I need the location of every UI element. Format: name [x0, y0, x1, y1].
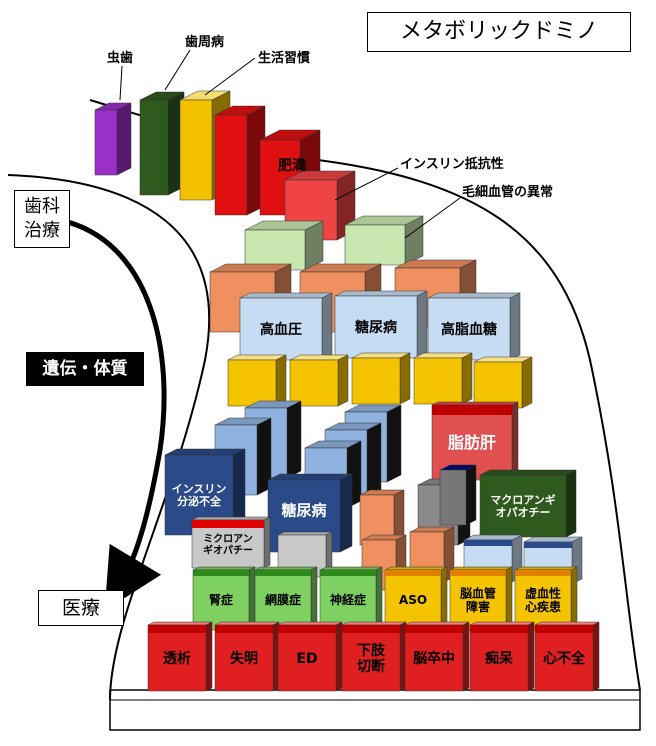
- leader-insulin-resistance: [334, 167, 399, 201]
- domino-complication-5-label: 心疾患: [525, 599, 561, 614]
- domino-outcome-5-label: 痴呆: [485, 650, 514, 667]
- domino-caries: [94, 102, 132, 176]
- domino-outcome-3-label: 下肢: [357, 643, 386, 659]
- domino-macro-angiopathy-label: マクロアンギ: [490, 493, 556, 507]
- domino-outcome-2: ED: [277, 621, 343, 692]
- domino-complication-0-label: 腎症: [209, 592, 233, 607]
- domino-hypertension: 高血圧: [239, 292, 333, 361]
- leader-periodontal: [164, 49, 191, 91]
- domino-red-1: [214, 105, 266, 216]
- domino-gold-2: [289, 354, 349, 407]
- domino-outcome-6: 心不全: [534, 621, 600, 692]
- domino-complication-3-label: ASO: [399, 593, 427, 607]
- domino-diabetes-top-label: 糖尿病: [355, 319, 397, 336]
- leader-caries: [119, 65, 123, 101]
- domino-light-green-1: [244, 220, 324, 271]
- genetic-constitution-label: 遺伝・体質: [26, 352, 144, 386]
- domino-micro-angiopathy-label: ギオパチー: [203, 543, 253, 556]
- leader-capillary: [404, 197, 461, 239]
- domino-fatty-liver-label: 脂肪肝: [448, 433, 496, 452]
- hill-right-curve: [317, 159, 641, 691]
- domino-complication-4-label: 障害: [466, 599, 490, 614]
- domino-insulin-deficiency-label: 分泌不全: [177, 494, 222, 508]
- domino-outcome-4-label: 脳卒中: [413, 650, 455, 667]
- domino-hyperlipidemia-label: 高脂血糖: [441, 321, 497, 338]
- domino-macro-angiopathy-label: オパオチー: [496, 506, 551, 519]
- domino-gold-4: [413, 352, 473, 405]
- domino-outcome-2-label: ED: [296, 651, 317, 667]
- domino-outcome-4: 脳卒中: [404, 621, 470, 692]
- treatment-arrow: [59, 217, 167, 611]
- domino-outcome-5: 痴呆: [469, 621, 535, 692]
- domino-gold-5: [473, 356, 533, 409]
- dental-treatment-text: 歯科 治療: [24, 196, 60, 241]
- domino-outcome-0: 透析: [147, 621, 213, 692]
- domino-outcome-6-label: 心不全: [543, 650, 586, 667]
- domino-dark-2: [439, 464, 477, 526]
- domino-periodontal: [139, 91, 185, 196]
- domino-outcome-1: 失明: [214, 621, 280, 692]
- domino-complication-1: 網膜症: [254, 566, 318, 631]
- domino-micro-angiopathy-label: ミクロアン: [203, 533, 253, 545]
- domino-complication-5-label: 虚血性: [525, 585, 561, 600]
- domino-complication-3: ASO: [384, 566, 448, 631]
- domino-outcome-3-label: 切断: [357, 658, 385, 675]
- domino-outcome-1-label: 失明: [230, 650, 258, 667]
- domino-outcome-0-label: 透析: [163, 650, 191, 667]
- domino-hyperlipidemia: 高脂血糖: [427, 292, 521, 361]
- label-caries: 虫歯: [107, 50, 133, 66]
- domino-complication-0: 腎症: [192, 566, 256, 631]
- label-lifestyle: 生活習慣: [258, 50, 310, 66]
- label-capillary: 毛細血管の異常: [462, 184, 553, 200]
- label-insulin-resistance: インスリン抵抗性: [400, 156, 504, 172]
- page-title: メタボリックドミノ: [367, 12, 631, 52]
- leader-lifestyle: [204, 57, 256, 96]
- domino-complication-1-label: 網膜症: [265, 592, 301, 607]
- label-obesity: 肥満: [278, 157, 306, 174]
- base-platform: [109, 689, 641, 731]
- dental-treatment-label: 歯科 治療: [14, 190, 70, 248]
- domino-complication-2-label: 神経症: [330, 592, 366, 607]
- domino-hypertension-label: 高血圧: [260, 321, 302, 338]
- domino-diabetes-top: 糖尿病: [334, 290, 428, 359]
- domino-gold-1: [227, 354, 287, 407]
- domino-complication-4-label: 脳血管: [460, 585, 496, 600]
- domino-diabetes-mid-label: 糖尿病: [281, 501, 326, 519]
- domino-insulin-deficiency-label: インスリン: [172, 483, 227, 496]
- domino-light-green-2: [344, 215, 424, 266]
- medical-care-label: 医療: [38, 590, 124, 626]
- label-periodontal: 歯周病: [185, 34, 224, 50]
- domino-complication-2: 神経症: [319, 566, 383, 631]
- domino-gold-3: [351, 352, 411, 405]
